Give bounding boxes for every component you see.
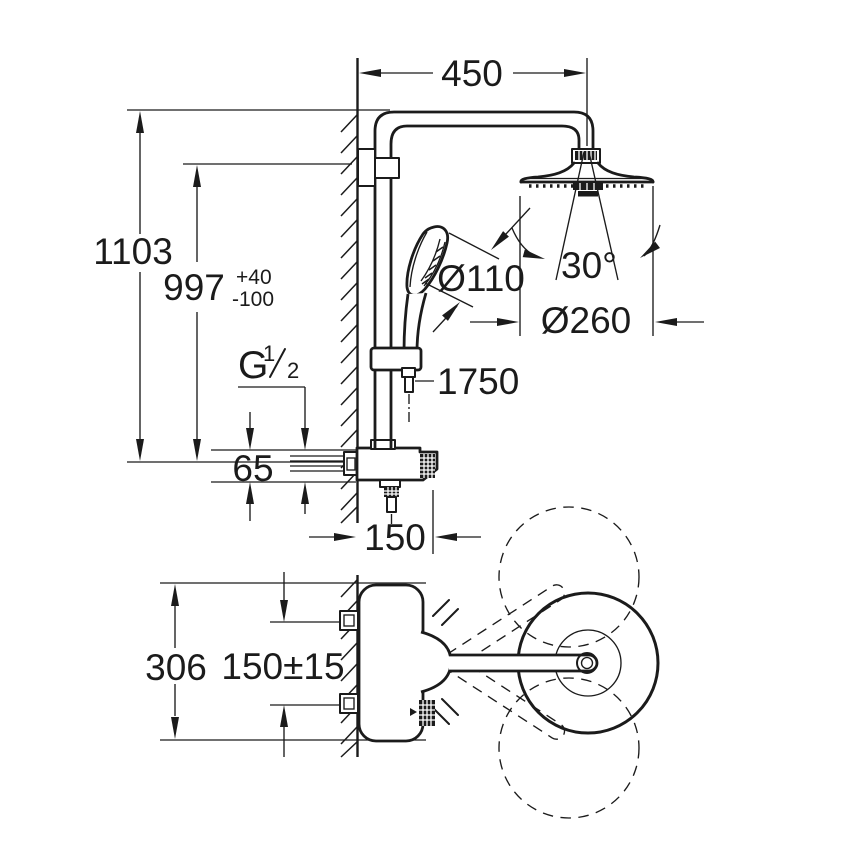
dim-997-tol-plus: +40	[236, 266, 272, 289]
swivel-circle-down	[498, 677, 640, 819]
rail-holder	[369, 346, 423, 372]
wall-section	[340, 58, 359, 524]
dim-valve-depth: 150	[309, 517, 481, 558]
spray-face-texture	[421, 246, 444, 285]
wall-hatching	[340, 114, 358, 524]
label-hose-length: 1750	[415, 361, 519, 402]
dim-997-label: 997	[163, 267, 225, 308]
dim-260-label: Ø260	[541, 300, 632, 341]
thread-numerator: 1	[263, 341, 275, 366]
pipe-outer	[373, 110, 595, 450]
dim-150-15-label: 150±15	[221, 646, 344, 687]
valve-knob-top	[410, 700, 435, 726]
dim-997-tol-minus: -100	[232, 288, 274, 311]
center-nozzle	[573, 183, 603, 197]
head-right-shoulder	[596, 161, 655, 184]
dim-30-label: 30°	[561, 245, 617, 286]
hose-outlet-flange	[379, 479, 401, 488]
valve-knob-knurl	[420, 454, 435, 478]
hose-connector-nipple	[404, 376, 414, 393]
dim-306-label: 306	[145, 647, 207, 688]
thread-g: G	[238, 344, 268, 387]
dim-body-height: 306	[145, 584, 207, 739]
bracket-clamp	[374, 157, 400, 179]
dim-arm-width: 450	[359, 53, 586, 94]
swivel-joint	[571, 148, 601, 164]
thermostat-valve	[355, 439, 439, 525]
hand-shower	[369, 225, 450, 422]
supply-fitting-top-lower	[339, 693, 359, 714]
hose-nipple	[386, 496, 397, 513]
dim-65-label: 65	[232, 448, 273, 489]
dim-valve-height: 997 +40 -100	[163, 165, 274, 461]
swivel-circle-up	[498, 506, 640, 648]
valve-body	[355, 446, 439, 482]
dim-450-label: 450	[441, 53, 503, 94]
dim-1103-label: 1103	[93, 231, 173, 272]
dim-110-label: Ø110	[437, 258, 525, 299]
dim-supply-offset: 65	[211, 412, 356, 521]
arm-bar	[449, 653, 599, 673]
arm-tip-inner	[580, 656, 594, 670]
head-left-shoulder	[519, 161, 576, 184]
dim-hand-shower-diameter: Ø110	[424, 207, 531, 333]
shower-rail-and-arm	[357, 110, 595, 450]
spray-line-left	[555, 151, 585, 281]
supply-pipes	[290, 451, 359, 476]
thermostat-valve-top	[339, 583, 459, 743]
wall-bracket	[357, 148, 376, 187]
dim-head-diameter: Ø260	[470, 300, 704, 341]
pipe-inner	[389, 124, 581, 450]
hose-connector	[401, 367, 416, 378]
spray-line-right	[588, 151, 619, 281]
dim-supply-spacing: 150±15	[221, 572, 345, 757]
head-shower	[519, 148, 655, 281]
supply-fitting-top-upper	[339, 610, 359, 631]
top-view: 306 150±15	[145, 506, 660, 819]
hose-outlet-knurl	[384, 487, 399, 497]
dim-150-label: 150	[364, 517, 426, 558]
thread-size-label: G 1 2	[238, 341, 309, 514]
thread-denominator: 2	[287, 358, 299, 383]
dim-total-height: 1103	[93, 111, 173, 461]
extension-lines	[127, 58, 654, 554]
dim-1750-label: 1750	[437, 361, 519, 402]
arm-tip-outer	[576, 652, 598, 674]
dim-spray-angle: 30°	[511, 224, 661, 286]
front-view: 450 1103 997 +40 -100 G 1 2	[93, 53, 704, 558]
rail-base	[370, 439, 396, 450]
shower-arm-top	[449, 652, 599, 674]
valve-body-top	[357, 583, 425, 743]
swivel-tick-marks	[432, 599, 459, 725]
swivel-arm-down	[446, 655, 566, 740]
arm-escutcheon	[420, 630, 453, 694]
